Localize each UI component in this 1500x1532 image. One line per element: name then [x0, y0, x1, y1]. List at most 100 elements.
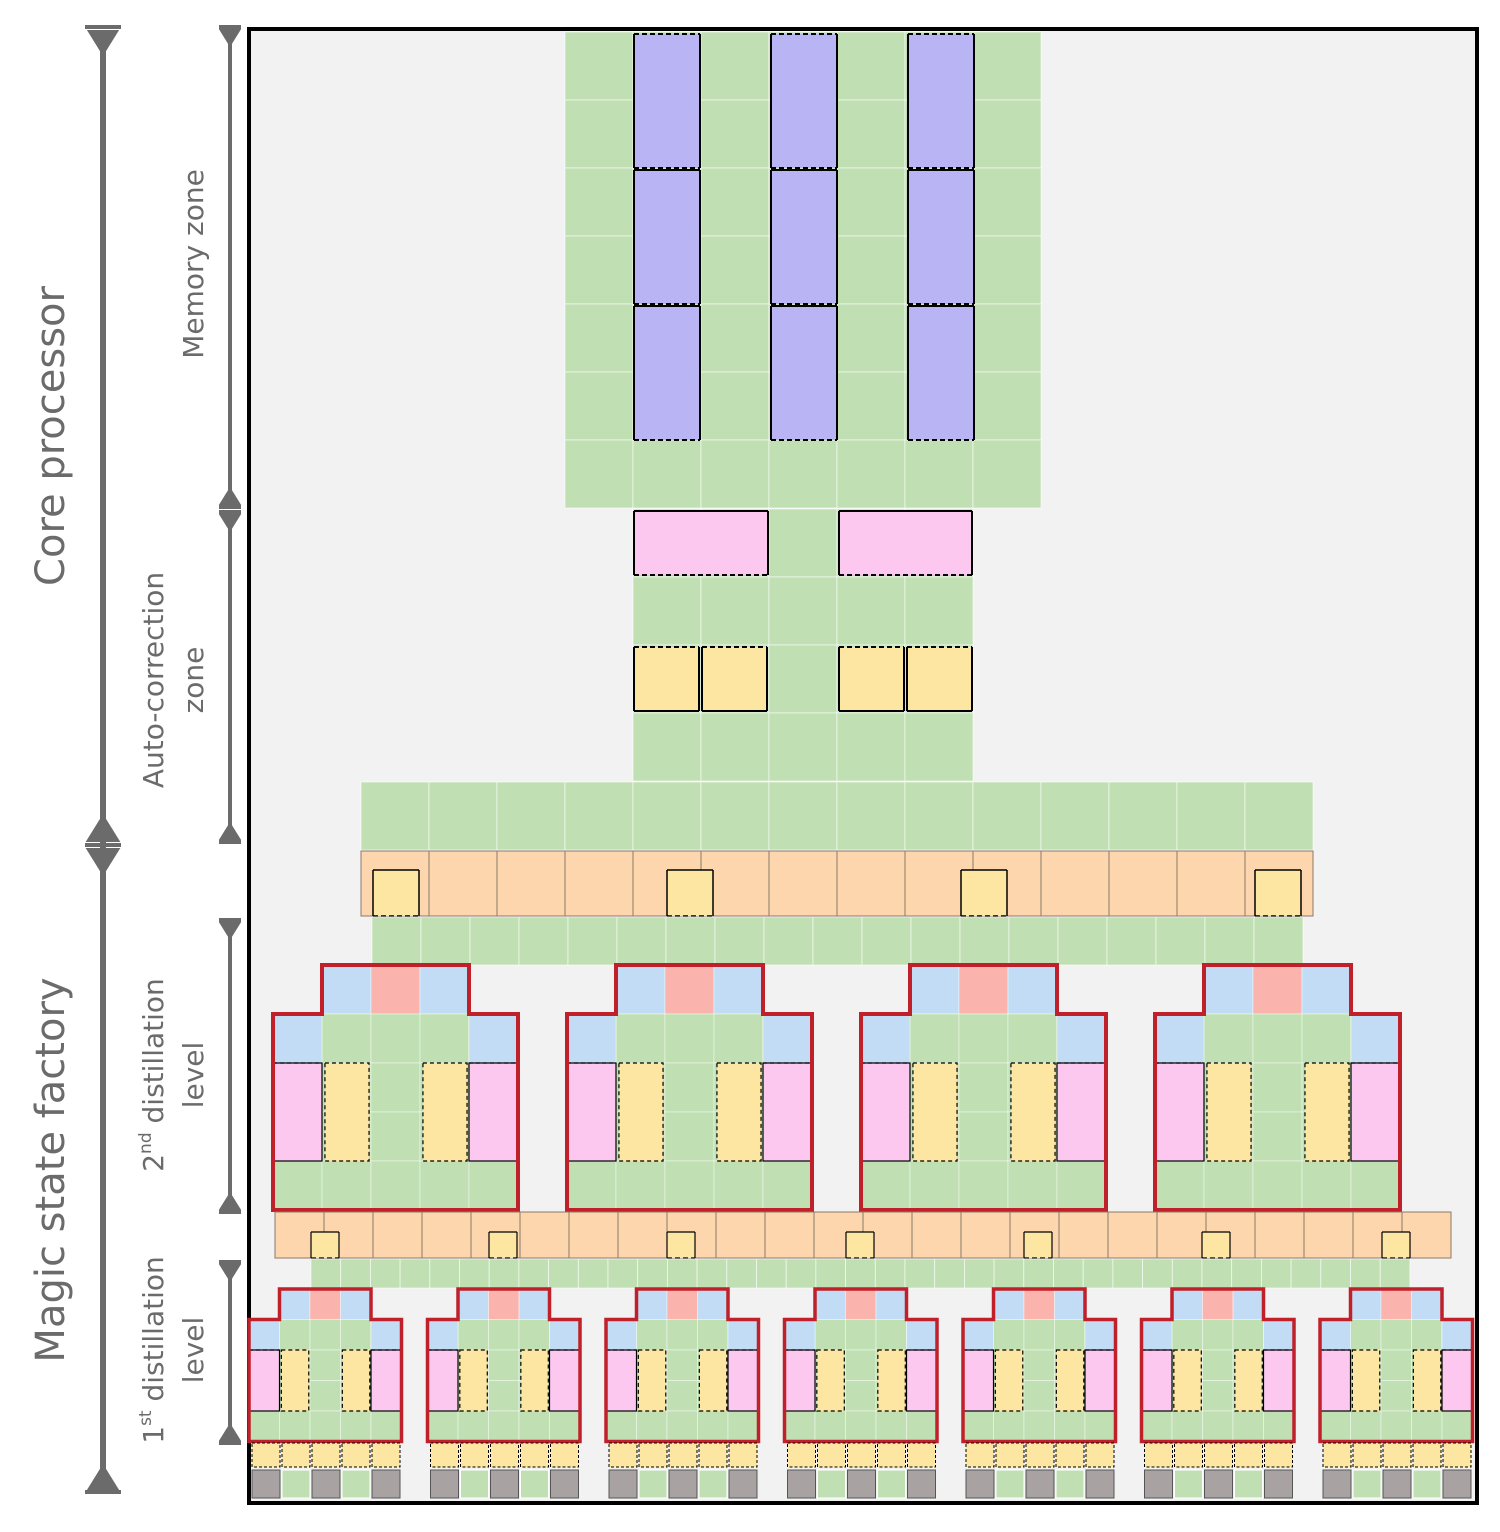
first-level-unit-blue-tile: [248, 1319, 280, 1351]
second-level-unit-green-tile: [664, 1013, 715, 1064]
memory-routing-tile: [700, 99, 770, 169]
first-level-unit-green-tile: [636, 1319, 668, 1351]
bus-orange-tile: [564, 850, 634, 917]
level-routing-tile: [726, 1258, 757, 1289]
second-level-unit-blue-tile: [566, 1013, 617, 1064]
correction-yellow-block-fill: [634, 647, 699, 711]
bus-routing-tile: [972, 781, 1042, 851]
first-level-unit-green-tile: [1054, 1410, 1086, 1442]
second-level-unit-pink-block: [1350, 1062, 1401, 1162]
first-level-unit-pink-block: [1441, 1349, 1474, 1412]
first-level-unit-red-tile: [1380, 1288, 1412, 1320]
first-level-unit-green-tile: [1202, 1410, 1234, 1442]
second-level-unit-outline: [1153, 963, 1402, 1212]
bus-lower-routing-tile: [616, 916, 667, 966]
first-level-unit-green-tile: [488, 1410, 520, 1442]
second-level-marker-bottom-triangle: [218, 1192, 242, 1210]
input-gray-cell: [847, 1469, 876, 1499]
memory-block: [770, 33, 838, 169]
first-level-unit-pink-block: [1084, 1349, 1117, 1412]
second-level-unit-green-tile: [1252, 1160, 1303, 1211]
input-gray-cell: [965, 1469, 995, 1499]
memory-routing-tile: [632, 439, 702, 509]
level-routing-tile: [756, 1258, 787, 1289]
second-level-unit-red-tile: [664, 964, 715, 1015]
first-level-unit-pink-block: [248, 1349, 281, 1412]
correction-routing-tile: [904, 712, 974, 782]
bus-lower-routing-tile: [959, 916, 1010, 966]
memory-routing-tile: [564, 31, 634, 101]
level-routing-tile: [874, 1258, 906, 1289]
second-level-unit-yellow-block: [912, 1062, 958, 1162]
first-level-unit-green-tile: [636, 1410, 668, 1442]
layout-content: [247, 31, 1475, 1499]
first-level-unit-blue-tile: [1263, 1319, 1295, 1351]
first-level-unit-green-tile: [1319, 1410, 1351, 1442]
bus-orange-tile: [1108, 850, 1178, 917]
second-level-unit-outline: [565, 963, 814, 1212]
first-level-unit-green-tile: [427, 1410, 459, 1442]
second-level-unit-blue-tile: [1056, 1013, 1107, 1064]
first-level-unit-green-tile: [309, 1319, 341, 1351]
memory-block: [633, 33, 701, 169]
second-level-unit-green-tile: [272, 1160, 323, 1211]
level-orange-tile: [519, 1211, 570, 1259]
first-level-unit-yellow-block: [280, 1349, 310, 1412]
first-level-unit-green-tile: [814, 1319, 846, 1351]
level-routing-tile: [518, 1258, 550, 1289]
first-level-unit-green-tile: [845, 1319, 877, 1351]
second-level-unit-green-tile: [762, 1160, 813, 1211]
memory-routing-tile: [836, 303, 906, 373]
first-level-unit-yellow-block: [341, 1349, 371, 1412]
first-level-unit-yellow-block: [698, 1349, 728, 1412]
input-gray-cell: [1085, 1469, 1115, 1499]
level-orange-tile: [568, 1211, 619, 1259]
input-yellow-cell: [965, 1442, 995, 1468]
level-orange-tile: [1156, 1211, 1207, 1259]
first-level-unit-green-tile: [1023, 1349, 1055, 1381]
bus-lower-routing-tile: [1204, 916, 1255, 966]
bus-routing-tile: [1176, 781, 1246, 851]
factory-top-triangle: [85, 848, 121, 876]
bus-yellow-cell: [666, 869, 714, 917]
first-level-unit-blue-tile: [875, 1288, 907, 1320]
second-level-unit-blue-tile: [762, 1013, 813, 1064]
bus-orange-tile: [1040, 850, 1110, 917]
bus-routing-tile: [836, 781, 906, 851]
first-level-unit-green-tile: [875, 1319, 907, 1351]
input-yellow-cell: [847, 1442, 876, 1468]
first-level-unit-green-tile: [1380, 1319, 1412, 1351]
memory-block: [907, 169, 975, 305]
memory-zone-marker-bottom-triangle: [218, 487, 242, 505]
input-yellow-cell: [1382, 1442, 1412, 1468]
input-yellow-cell: [1264, 1442, 1293, 1468]
memory-block: [770, 169, 838, 305]
input-yellow-cell: [877, 1442, 906, 1468]
first-level-unit-yellow-block: [994, 1349, 1024, 1412]
correction-yellow-block: [701, 646, 768, 712]
level-routing-tile: [548, 1258, 579, 1289]
first-level-unit-yellow-block: [1234, 1349, 1263, 1412]
level-routing-tile: [399, 1258, 431, 1289]
second-level-unit: [859, 963, 1108, 1212]
input-yellow-cell: [817, 1442, 846, 1468]
memory-routing-tile: [972, 439, 1042, 509]
level-routing-tile: [340, 1258, 371, 1289]
level-orange-tile: [960, 1211, 1011, 1259]
first-level-unit-blue-tile: [784, 1319, 816, 1351]
memory-block: [907, 33, 975, 169]
bus-routing-tile: [632, 781, 702, 851]
bus-lower-routing-tile: [1008, 916, 1059, 966]
input-yellow-cell: [311, 1442, 341, 1468]
first-level-unit-blue-tile: [340, 1288, 372, 1320]
first-level-unit-blue-tile: [1141, 1319, 1173, 1351]
bus-lower-routing-tile: [469, 916, 520, 966]
second-level-unit-blue-tile: [468, 1013, 519, 1064]
input-yellow-cell: [1234, 1442, 1263, 1468]
first-level-unit-yellow-block: [1412, 1349, 1442, 1412]
second-level-unit: [565, 963, 814, 1212]
bus-lower-routing-tile: [420, 916, 471, 966]
second-level-unit-pink-block: [566, 1062, 617, 1162]
level-routing-tile: [667, 1258, 698, 1289]
memory-routing-tile: [836, 167, 906, 237]
